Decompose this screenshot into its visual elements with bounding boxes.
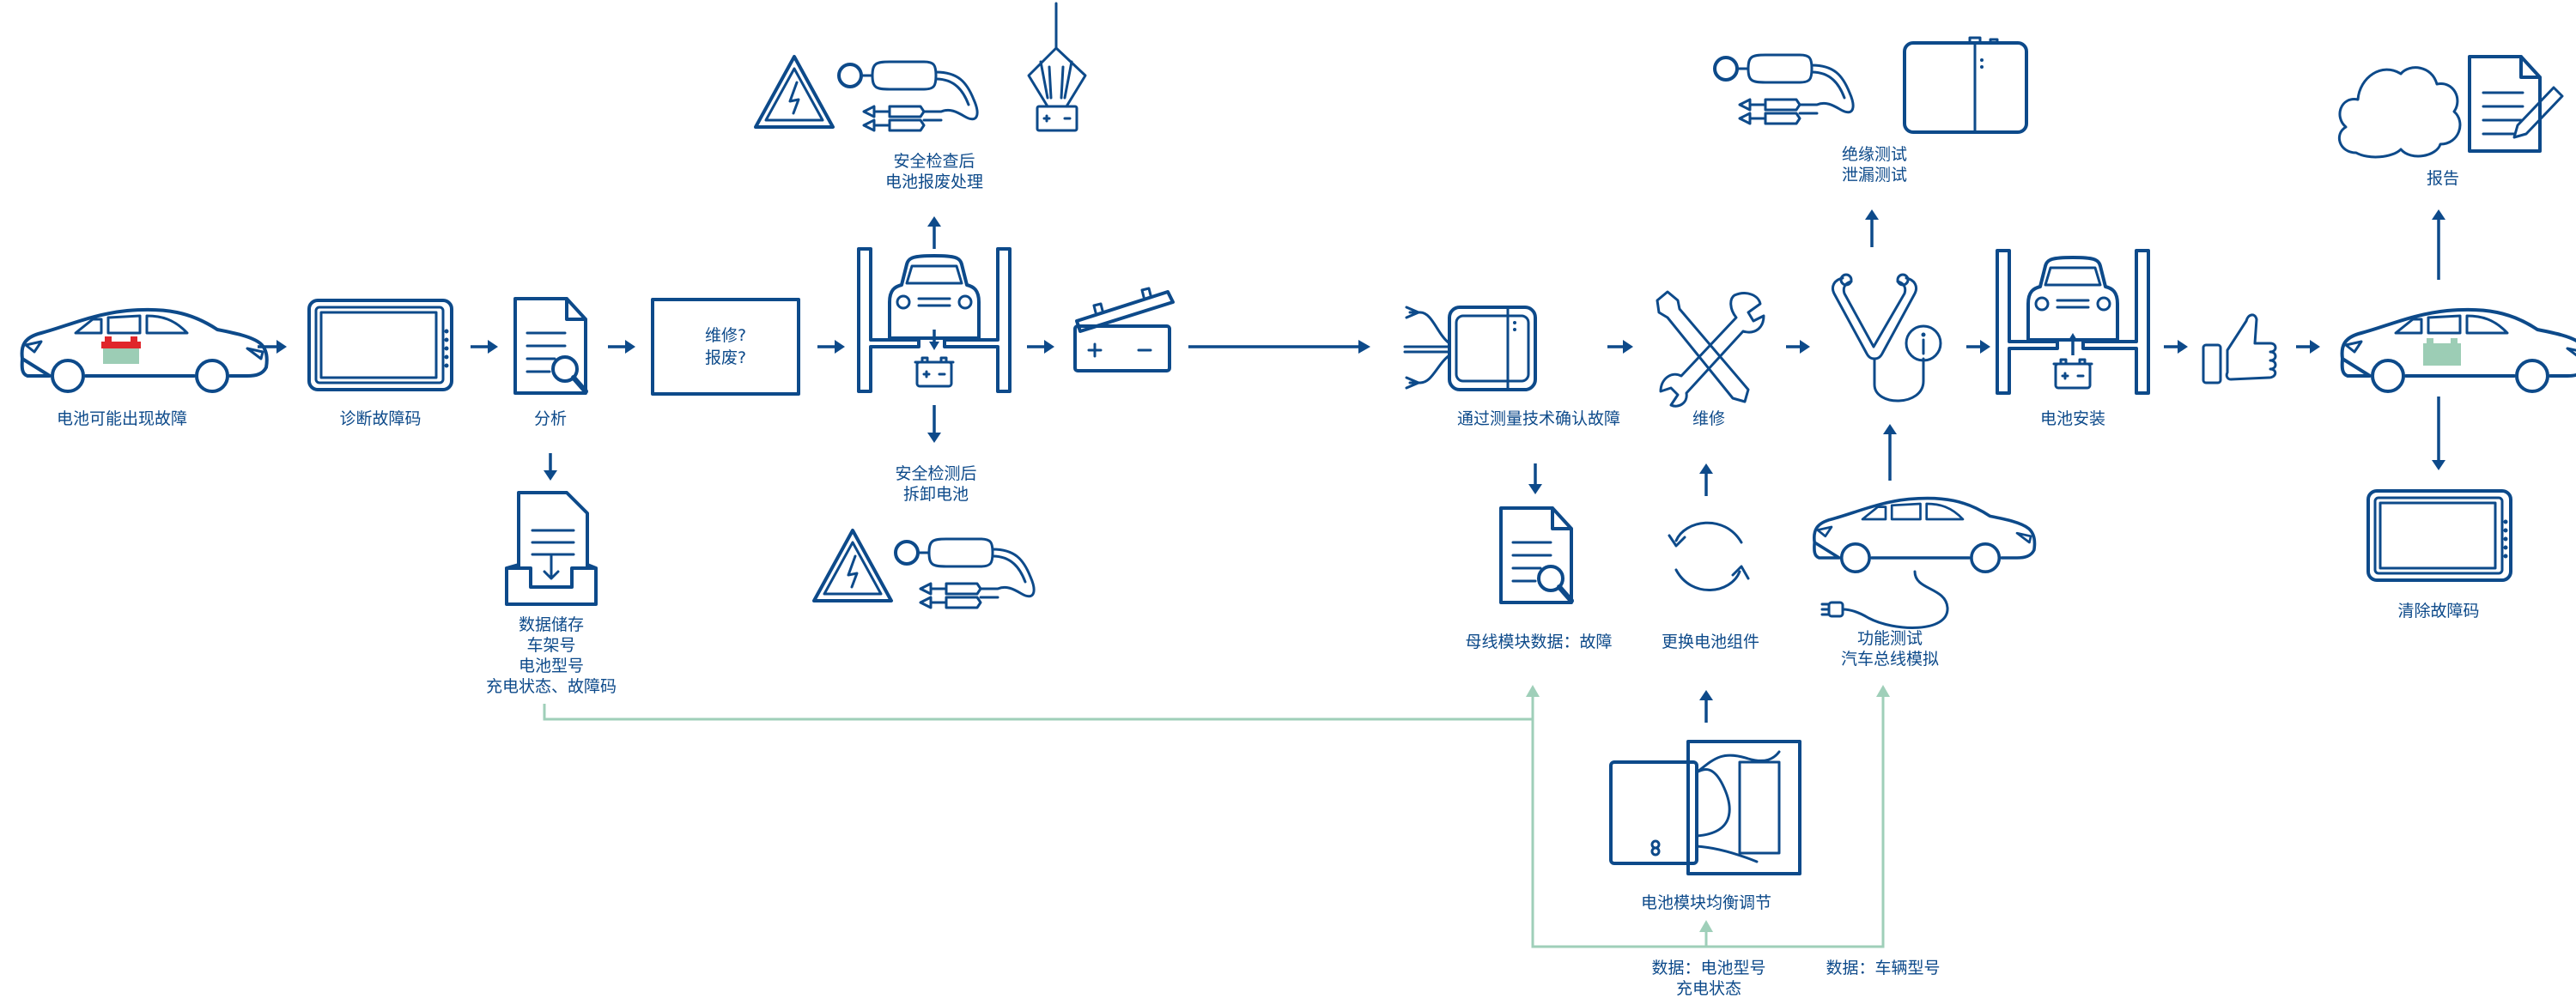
label-vehicle-data: 数据：车辆型号: [1826, 959, 1941, 978]
tablet-icon: [307, 299, 453, 391]
label-replace: 更换电池组件: [1661, 633, 1760, 651]
arrow-car-to-clear: [2432, 397, 2445, 470]
arrow-install-to-approve: [2164, 340, 2188, 354]
document-search-icon: [1501, 508, 1571, 602]
arrow-measure-to-repair: [1607, 340, 1633, 354]
label-install: 电池安装: [2039, 409, 2106, 428]
arrow-measure-to-busbar: [1528, 463, 1542, 494]
arrow-approve-to-car: [2296, 340, 2320, 354]
label-measure: 通过测量技术确认故障: [1456, 409, 1621, 428]
arrow-lift-to-battery: [1027, 340, 1054, 354]
vertical-arrows: [544, 209, 2445, 723]
arrow-replace-to-repair: [1699, 463, 1713, 496]
arrow-battery-to-measure: [1188, 340, 1370, 354]
car-lift-remove-battery-icon: [857, 247, 1012, 393]
high-voltage-warning-icon: [754, 55, 835, 129]
measurement-device-icon: [1403, 306, 1537, 391]
arrow-test-to-insulation: [1865, 209, 1879, 247]
open-battery-icon: [1073, 287, 1175, 372]
document-search-icon: [515, 299, 586, 393]
refresh-cycle-icon: [1668, 521, 1750, 591]
thumbs-up-icon: [2202, 313, 2277, 384]
arrow-repair-to-test: [1786, 340, 1810, 354]
car-with-good-battery-icon: [2340, 307, 2576, 393]
insulation-tester-icon: [1713, 53, 1856, 125]
arrow-car-to-report: [2432, 209, 2445, 280]
label-car-fault: 电池可能出现故障: [56, 409, 188, 428]
wrench-screwdriver-icon: [1656, 290, 1765, 408]
arrow-analysis-to-storage: [544, 453, 557, 481]
insulation-tester-icon: [837, 60, 980, 132]
label-scrap: 安全检查后 电池报废处理: [884, 152, 984, 191]
arrow-lift-to-scrap: [927, 216, 941, 249]
decision-box: [651, 298, 800, 396]
data-arrow-to-function-test: [1876, 685, 1890, 697]
label-busbar-data: 母线模块数据：故障: [1465, 633, 1613, 651]
label-insulation: 绝缘测试 泄漏测试: [1841, 145, 1908, 185]
label-clear-codes: 清除故障码: [2397, 602, 2480, 621]
arrow-test-to-install: [1966, 340, 1990, 354]
label-battery-data: 数据：电池型号 充电状态: [1651, 959, 1766, 998]
label-repair: 维修: [1692, 409, 1726, 428]
arrow-function-to-test: [1883, 424, 1897, 481]
document-inbox-icon: [505, 491, 598, 606]
car-with-faulty-battery-icon: [20, 307, 269, 393]
insulation-tester-icon: [894, 537, 1036, 609]
arrow-lift-to-remove: [927, 405, 941, 443]
car-lift-install-battery-icon: [1996, 249, 2150, 395]
stethoscope-info-icon: [1831, 273, 1942, 403]
arrow-balance-to-replace: [1699, 690, 1713, 723]
flow-arrows: [258, 340, 2320, 354]
data-flow-lines: [543, 685, 1890, 948]
label-data-store: 数据储存 车架号 电池型号 充电状态、故障码: [485, 615, 617, 696]
battery-balancer-icon: [1609, 740, 1801, 875]
label-balance: 电池模块均衡调节: [1640, 893, 1772, 912]
data-arrow-to-busbar: [1526, 685, 1540, 697]
data-arrow-to-balance: [1699, 920, 1713, 932]
high-voltage-warning-icon: [812, 529, 893, 602]
cloud-icon: [2337, 66, 2462, 159]
decision-text: 维修? 报废?: [704, 326, 747, 367]
label-lift-remove: 安全检测后 拆卸电池: [895, 464, 977, 504]
document-edit-icon: [2468, 55, 2564, 153]
label-function-test: 功能测试 汽车总线模拟: [1840, 629, 1940, 669]
tablet-icon: [2366, 489, 2512, 582]
arrow-decision-to-lift: [817, 340, 845, 354]
label-report: 报告: [2426, 169, 2460, 188]
arrow-analysis-to-decision: [608, 340, 635, 354]
battery-gripper-icon: [1027, 2, 1087, 132]
arrow-tablet-to-analysis: [471, 340, 498, 354]
tester-case-icon: [1903, 36, 2028, 134]
label-analyze: 分析: [533, 409, 568, 428]
label-diagnose: 诊断故障码: [339, 409, 422, 428]
car-plug-icon: [1812, 496, 2037, 629]
